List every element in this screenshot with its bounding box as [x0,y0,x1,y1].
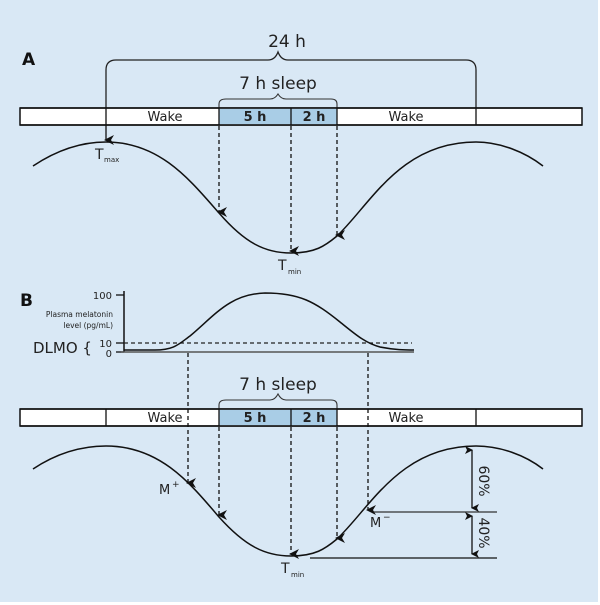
segment-5h-b: 5 h [244,411,267,426]
tick-0: 0 [106,349,112,360]
mminus-superscript: − [383,513,391,523]
sleep-label-b: 7 h sleep [239,375,317,395]
tmin-label-b: T [280,561,290,577]
melatonin-ylabel-2: level (pg/mL) [63,321,113,330]
mminus-label: M [370,516,381,531]
sleep-brace-b [218,392,338,409]
panel-a-label: A [22,50,36,70]
sleep-brace-a [218,92,338,108]
24h-bracket [105,50,477,108]
segment-wake-1-a: Wake [147,110,182,125]
segment-wake-2-b: Wake [388,411,423,426]
segment-5h-a: 5 h [244,110,267,125]
melatonin-ylabel-1: Plasma melatonin [46,310,113,319]
tick-100: 100 [93,291,112,302]
tick-10: 10 [99,339,112,350]
segment-2h-b: 2 h [303,411,326,426]
mplus-label: M [159,483,170,498]
24h-label: 24 h [268,32,306,52]
tmin-subscript-b: min [291,571,304,579]
segment-2h-a: 2 h [303,110,326,125]
timeline-bar-a [19,107,583,126]
mplus-superscript: + [172,480,180,490]
dlmo-label: DLMO { [33,339,92,357]
melatonin-curve [124,292,415,351]
lower-pct-label: 40% [475,517,491,548]
tmin-subscript-a: min [288,268,301,276]
segment-wake-2-a: Wake [388,110,423,125]
temperature-curve-b [32,445,544,557]
melatonin-axes [116,291,414,353]
tmax-subscript: max [104,156,119,164]
upper-pct-label: 60% [475,465,491,496]
panel-b-label: B [20,291,33,311]
segment-wake-1-b: Wake [147,411,182,426]
sleep-label-a: 7 h sleep [239,74,317,94]
timeline-bar-b [19,408,583,427]
tmin-label-a: T [277,258,287,274]
tmax-label: T [94,147,104,163]
